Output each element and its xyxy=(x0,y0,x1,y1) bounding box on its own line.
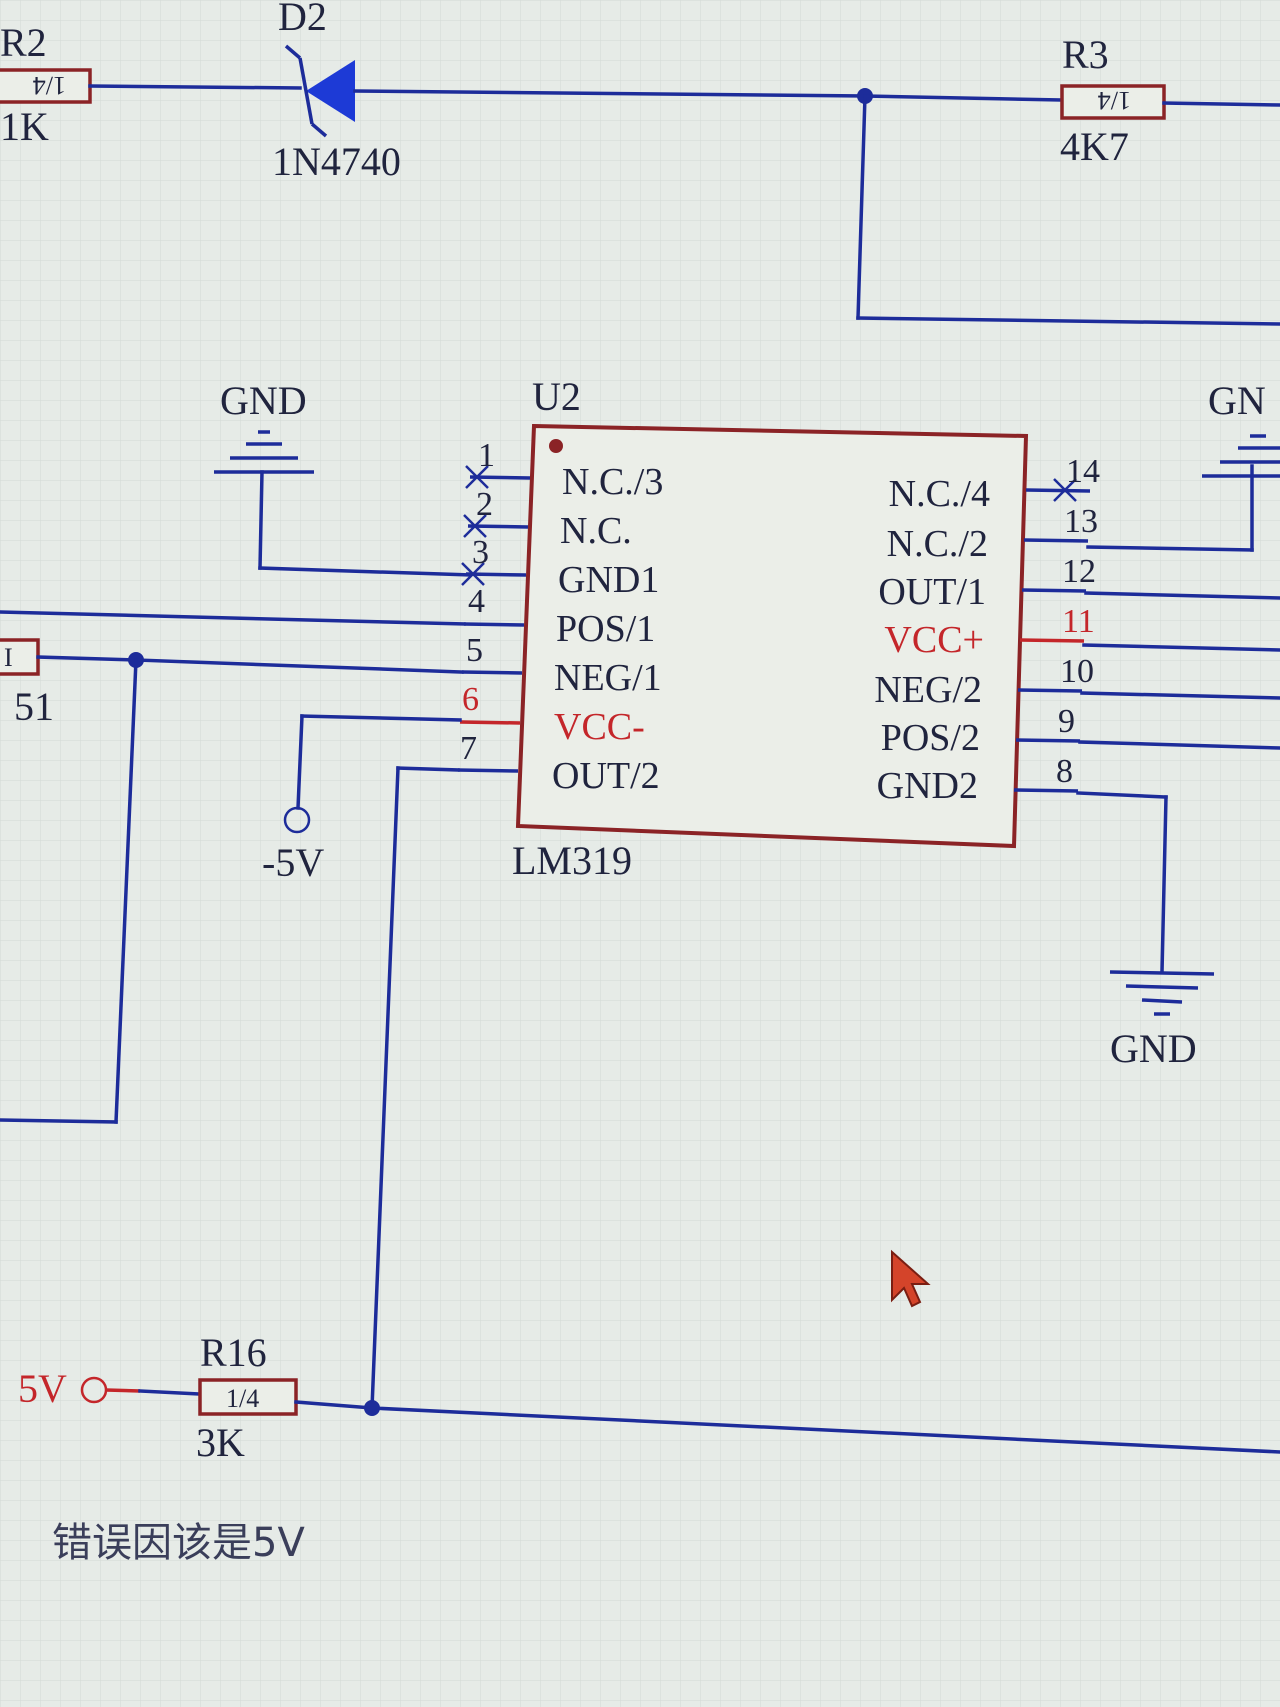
pin-num-7: 7 xyxy=(460,730,477,767)
ic-part: LM319 xyxy=(512,838,632,883)
r2-power: 1/4 xyxy=(33,71,66,100)
resistor-r16[interactable]: 1/4 R16 3K xyxy=(196,1330,298,1465)
power-port-5v[interactable]: 5V xyxy=(18,1366,141,1411)
d2-ref: D2 xyxy=(278,0,327,39)
pin-name-4: POS/1 xyxy=(556,608,655,650)
pin1-marker xyxy=(549,439,563,453)
power-port-neg5v[interactable]: -5V xyxy=(262,806,324,885)
r2-ref: R2 xyxy=(0,20,47,65)
ic-body xyxy=(515,423,1029,849)
resistor-left[interactable]: I 51 xyxy=(0,638,138,729)
no-connect-icon xyxy=(1053,478,1077,502)
power-port-icon xyxy=(283,806,311,834)
diode-d2[interactable]: D2 1N4740 xyxy=(272,0,867,184)
r3-power: 1/4 xyxy=(1098,86,1131,115)
r-left-partial: I xyxy=(4,643,13,672)
r16-value: 3K xyxy=(196,1420,245,1465)
pin-num-1: 1 xyxy=(478,437,495,474)
ground-icon xyxy=(1109,970,1215,1016)
resistor-r2[interactable]: R2 1/4 1K xyxy=(0,20,302,149)
pin-num-8: 8 xyxy=(1056,753,1073,790)
r3-ref: R3 xyxy=(1062,32,1109,77)
ground-right[interactable]: GN xyxy=(1202,378,1280,478)
ground-left[interactable]: GND xyxy=(214,378,472,577)
pin-num-3: 3 xyxy=(472,534,489,571)
ic-u2[interactable]: U2 LM319 1 2 3 4 5 6 7 N.C./3 N.C. GND1 … xyxy=(457,374,1100,883)
pin-num-6: 6 xyxy=(462,681,479,718)
neg5v-label: -5V xyxy=(262,840,324,885)
ground-icon xyxy=(214,430,314,474)
ground-icon xyxy=(1202,434,1280,478)
pin-name-2: N.C. xyxy=(560,510,632,552)
gnd-right-label: GN xyxy=(1208,378,1266,423)
pin-name-6: VCC- xyxy=(554,706,645,748)
pin-name-3: GND1 xyxy=(558,559,659,601)
r2-value: 1K xyxy=(0,104,49,149)
annotation-note: 错误因该是5V xyxy=(52,1520,305,1566)
pin-name-9: POS/2 xyxy=(881,717,980,759)
d2-part: 1N4740 xyxy=(272,139,401,184)
pin-num-4: 4 xyxy=(468,583,485,620)
pin-name-12: OUT/1 xyxy=(878,571,986,613)
pin-name-10: NEG/2 xyxy=(874,669,982,711)
pin-num-2: 2 xyxy=(476,486,493,523)
r16-power: 1/4 xyxy=(226,1384,259,1413)
ground-bottom[interactable]: GND xyxy=(1109,970,1215,1071)
diode-icon xyxy=(284,44,355,138)
pin-num-12: 12 xyxy=(1062,553,1096,590)
gnd-bottom-label: GND xyxy=(1110,1026,1197,1071)
gnd-left-label: GND xyxy=(220,378,307,423)
r16-ref: R16 xyxy=(200,1330,267,1375)
pin-name-8: GND2 xyxy=(877,765,978,807)
pin-name-13: N.C./2 xyxy=(887,523,988,565)
no-connect-icon xyxy=(461,465,489,586)
pin-num-11: 11 xyxy=(1062,603,1095,640)
pos5v-label: 5V xyxy=(18,1366,67,1411)
pin-name-14: N.C./4 xyxy=(889,473,990,515)
pin-name-7: OUT/2 xyxy=(552,755,660,797)
pin-name-1: N.C./3 xyxy=(562,461,663,503)
pin-name-11: VCC+ xyxy=(884,619,984,661)
pin-num-5: 5 xyxy=(466,632,483,669)
pin-num-13: 13 xyxy=(1064,503,1098,540)
resistor-r3[interactable]: R3 1/4 4K7 xyxy=(1060,32,1280,169)
pin-num-10: 10 xyxy=(1060,653,1094,690)
cursor-arrow-icon xyxy=(891,1249,931,1308)
pin-name-5: NEG/1 xyxy=(554,657,662,699)
ic-ref: U2 xyxy=(532,374,581,419)
pin-num-14: 14 xyxy=(1066,453,1100,490)
pin-num-9: 9 xyxy=(1058,703,1075,740)
r3-value: 4K7 xyxy=(1060,124,1129,169)
r-left-value: 51 xyxy=(14,684,54,729)
